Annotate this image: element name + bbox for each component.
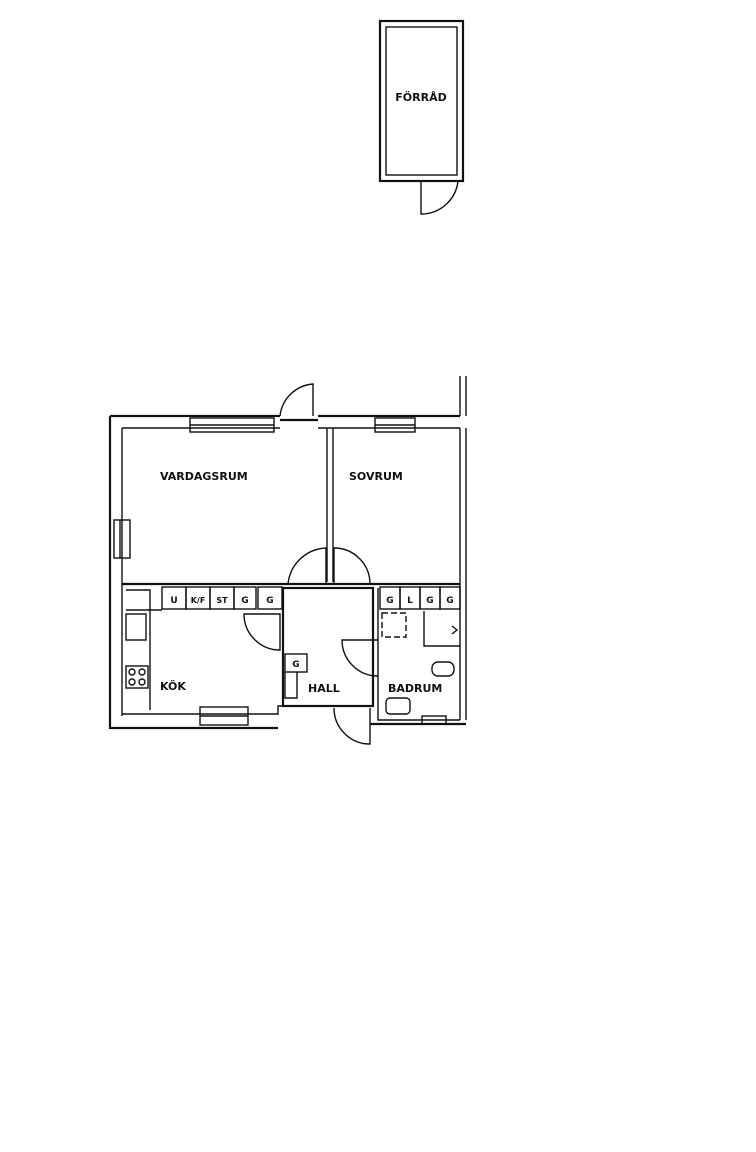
svg-text:G: G [292,660,299,670]
room-label-vardagsrum: VARDAGSRUM [160,470,248,483]
svg-text:L: L [407,596,413,606]
kitchen-units: U K/F ST G G [125,586,283,710]
svg-text:ST: ST [216,596,228,605]
door-kok [243,613,281,651]
door-badrum [341,639,379,677]
door-vardagsrum [287,547,327,585]
room-label-hall: HALL [308,682,340,695]
window [113,519,131,559]
svg-text:G: G [386,596,393,606]
storage-door [420,180,459,215]
door-sovrum [333,547,371,585]
svg-text:U: U [170,596,177,606]
room-label-sovrum: SOVRUM [349,470,403,483]
washbasin-icon [385,697,411,715]
stove-icon [125,665,149,689]
balcony-door [279,383,314,417]
svg-text:G: G [241,596,248,606]
shower-area [423,611,460,647]
entrance-door [333,707,371,745]
svg-text:G: G [446,596,453,606]
room-label-kok: KÖK [160,679,186,693]
toilet-icon [431,661,455,677]
washer-icon [381,612,407,638]
sink-icon [125,613,147,641]
hall-room [281,586,375,708]
storage-building: FÖRRÅD [378,19,465,215]
svg-text:K/F: K/F [191,596,206,605]
room-label-badrum: BADRUM [388,682,442,695]
apartment: U K/F ST G G KÖK G HALL G L G [108,376,467,745]
room-label-forrad: FÖRRÅD [395,90,446,104]
bath-units: G L G G [379,586,461,610]
svg-text:G: G [426,596,433,606]
svg-text:G: G [266,596,273,606]
